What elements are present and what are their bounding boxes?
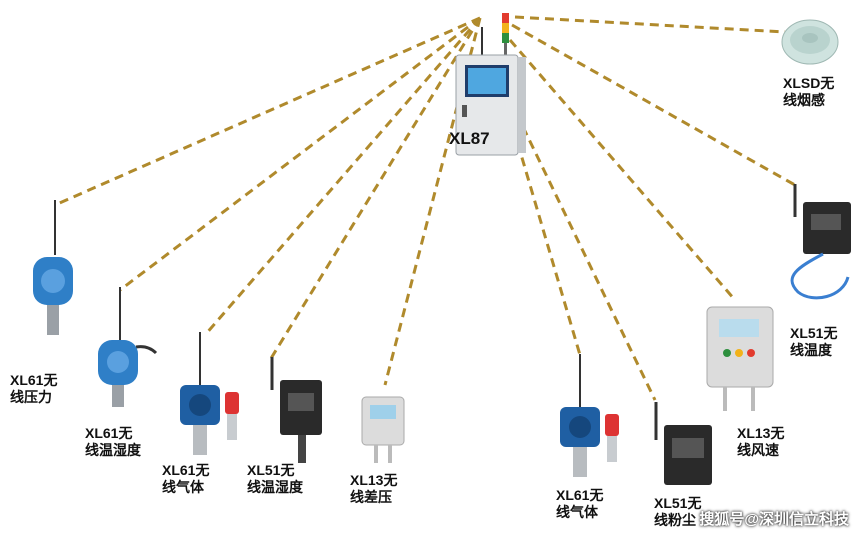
device-label-xl51-temp-humidity: XL51无线温湿度 [247, 462, 303, 495]
wireless-terminal-icon [790, 184, 851, 300]
watermark: 搜狐号@深圳信立科技 [699, 511, 849, 528]
gas-detector-icon [180, 332, 239, 455]
link-xl61-pressure [54, 16, 481, 207]
device-label-xl61-temp-humidity: XL61无线温湿度 [85, 425, 141, 458]
link-xl61-gas-a [203, 17, 482, 336]
device-label-xl13-wind-speed: XL13无线风速 [737, 425, 785, 458]
pressure-box-icon [361, 396, 405, 463]
device-label-xl13-diff-pressure: XL13无线差压 [350, 472, 398, 505]
control-cabinet-icon [455, 13, 526, 156]
link-xl61-temp-humidity [119, 16, 481, 292]
hub-label: XL87 [449, 129, 490, 148]
gas-transmitter-icon [98, 287, 158, 407]
device-label-xl51-dust: XL51无线粉尘 [654, 495, 702, 528]
pressure-box-icon [706, 306, 774, 411]
device-label-xlsd-smoke: XLSD无线烟感 [783, 75, 835, 108]
wireless-terminal-icon [654, 402, 712, 485]
device-label-xl61-pressure: XL61无线压力 [10, 372, 58, 405]
device-label-xl61-gas-a: XL61无线气体 [162, 462, 210, 495]
device-label-xl61-gas-b: XL61无线气体 [556, 487, 604, 520]
device-label-xl51-temperature: XL51无线温度 [790, 325, 838, 358]
gas-transmitter-icon [33, 200, 73, 335]
gas-detector-icon [560, 354, 619, 477]
smoke-detector-icon [781, 19, 839, 65]
link-xl51-dust [508, 99, 657, 401]
link-xl51-temperature [511, 23, 796, 187]
wireless-terminal-icon [270, 357, 322, 463]
link-xl13-wind-speed [508, 39, 737, 301]
link-xl51-temp-humidity [268, 17, 482, 361]
link-xlsd-smoke [514, 15, 786, 34]
